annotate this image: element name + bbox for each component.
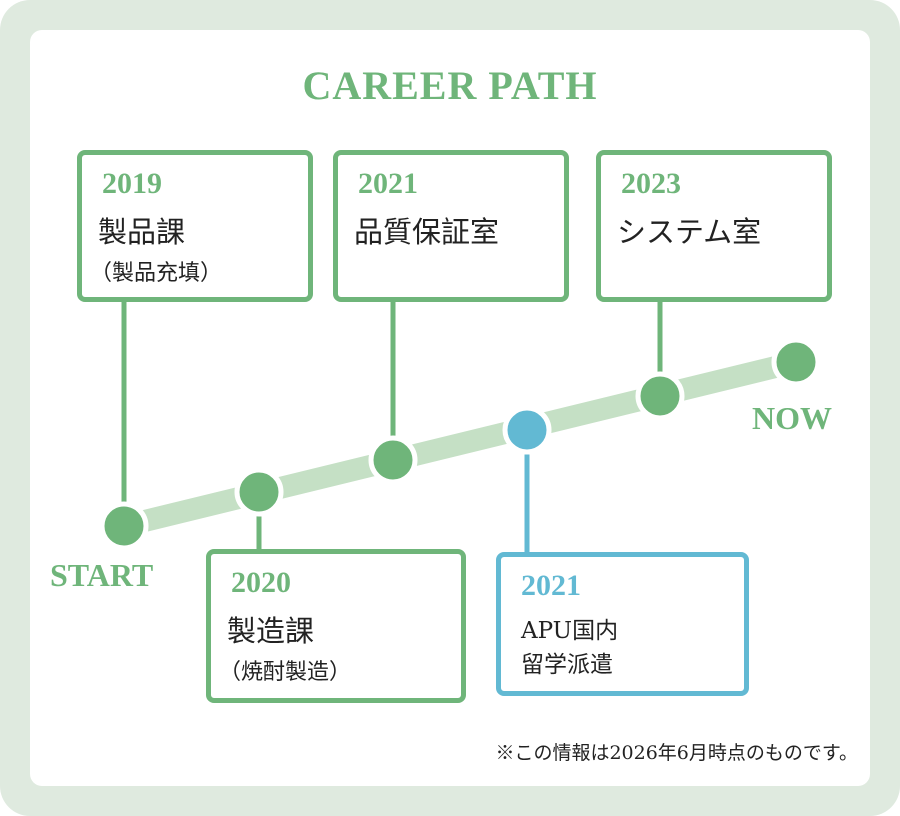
milestone-program-line: APU国内 <box>521 618 619 644</box>
node-2021-quality <box>368 435 418 485</box>
milestone-department: 製品課 <box>98 215 186 249</box>
milestone-box-2020: 2020 製造課 （焼酎製造） <box>206 549 466 703</box>
milestone-department: 品質保証室 <box>354 215 500 249</box>
node-2020 <box>234 467 284 517</box>
milestone-box-2023: 2023 システム室 <box>596 150 832 302</box>
milestone-year: 2021 <box>521 569 581 602</box>
milestone-department: 製造課 <box>227 614 315 648</box>
node-now <box>771 337 821 387</box>
milestone-department: システム室 <box>617 215 762 249</box>
milestone-box-2019: 2019 製品課 （製品充填） <box>77 150 313 302</box>
footnote: ※この情報は2026年6月時点のものです。 <box>495 742 858 764</box>
milestone-year: 2023 <box>621 167 681 200</box>
node-2021-apu <box>502 405 552 455</box>
milestone-year: 2021 <box>358 167 418 200</box>
milestone-detail: （製品充填） <box>90 261 223 286</box>
milestone-program-line: 留学派遣 <box>521 652 613 678</box>
diagram-title: CAREER PATH <box>302 63 598 108</box>
milestone-year: 2020 <box>231 566 291 599</box>
milestone-box-2021-quality: 2021 品質保証室 <box>333 150 569 302</box>
now-label: NOW <box>752 400 832 436</box>
milestone-year: 2019 <box>102 167 162 200</box>
node-2023 <box>635 371 685 421</box>
node-start <box>99 501 149 551</box>
milestone-box-2021-apu: 2021 APU国内 留学派遣 <box>496 552 749 696</box>
milestone-detail: （焼酎製造） <box>219 660 352 685</box>
start-label: START <box>50 557 154 593</box>
timeline-band <box>113 351 807 537</box>
